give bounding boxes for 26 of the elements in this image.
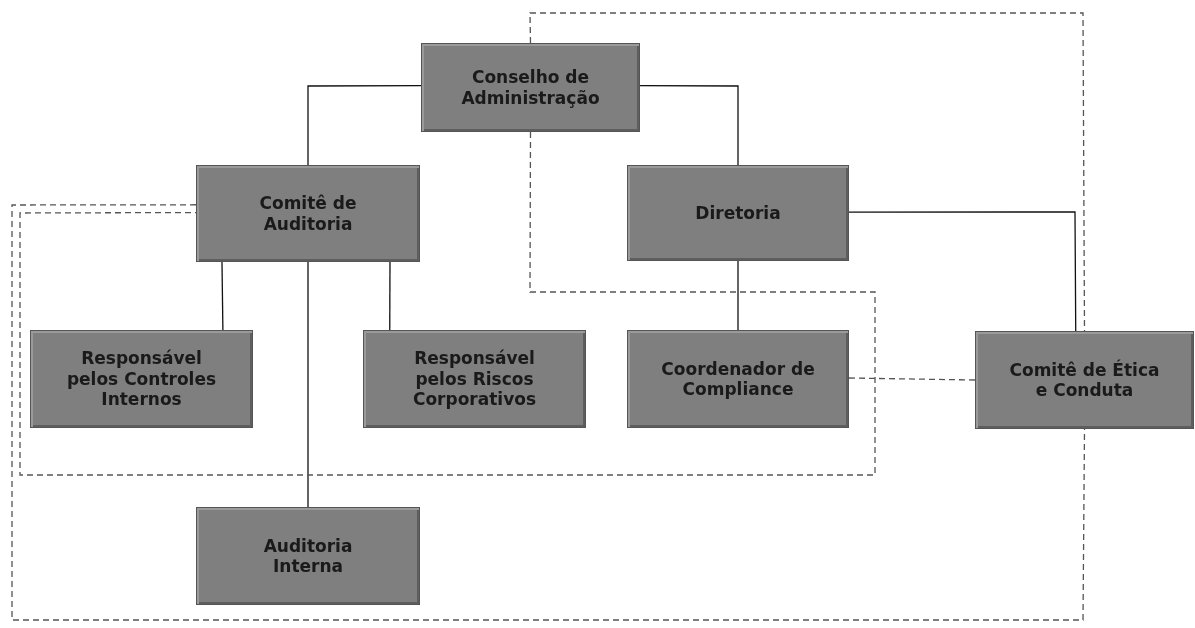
connector-line bbox=[389, 261, 391, 331]
box-label: Coordenador de Compliance bbox=[660, 358, 816, 400]
org-box bbox=[627, 165, 849, 261]
connector-line bbox=[307, 261, 309, 508]
connector-line bbox=[639, 85, 739, 166]
org-box bbox=[30, 330, 253, 428]
box-label: Diretoria bbox=[695, 202, 781, 224]
org-box bbox=[196, 507, 420, 605]
box-label: Auditoria Interna bbox=[262, 535, 354, 577]
org-box bbox=[196, 165, 420, 262]
box-label: Conselho de Administração bbox=[460, 67, 601, 108]
dashed-connector bbox=[11, 204, 1086, 621]
org-box bbox=[627, 330, 849, 428]
box-label: Comitê de Ética e Conduta bbox=[1008, 359, 1161, 401]
dashed-connector bbox=[19, 131, 876, 476]
connector-line bbox=[307, 85, 422, 166]
org-box bbox=[975, 331, 1194, 429]
box-label: Comitê de Auditoria bbox=[258, 193, 358, 234]
box-label: Responsável pelos Controles Internos bbox=[65, 348, 218, 410]
connector-line bbox=[848, 211, 1077, 332]
org-box bbox=[421, 43, 640, 132]
connector-line bbox=[221, 261, 224, 331]
connector-line bbox=[737, 260, 739, 331]
org-box bbox=[363, 330, 586, 428]
box-label: Responsável pelos Riscos Corporativos bbox=[411, 348, 538, 410]
dashed-connector bbox=[848, 377, 976, 381]
